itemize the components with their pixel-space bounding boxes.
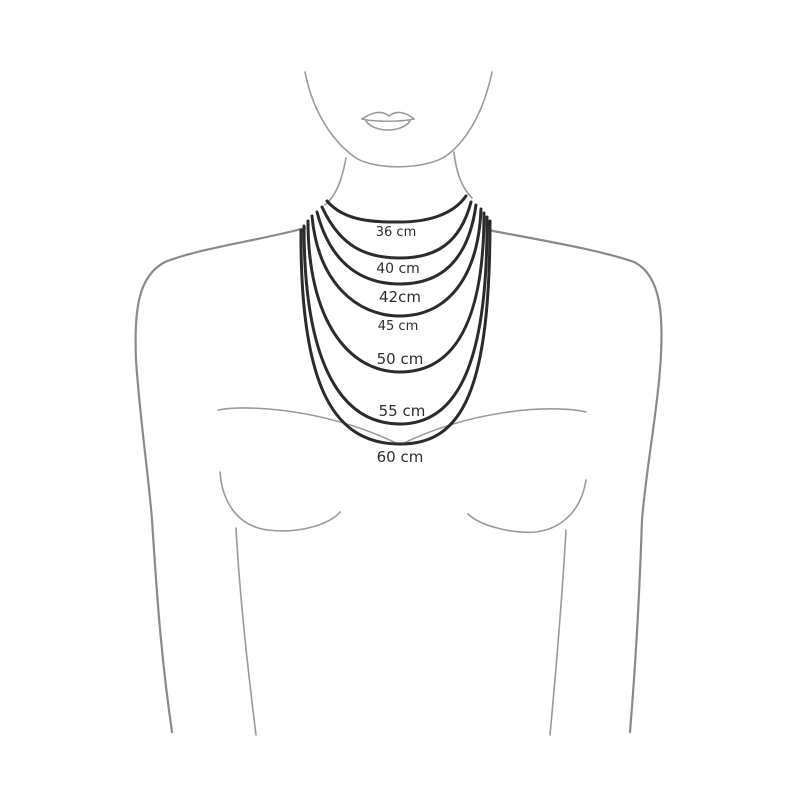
lip-line: [361, 118, 415, 123]
chain-40cm: [320, 200, 473, 260]
chain-60cm: [299, 219, 492, 446]
label-55cm: 55 cm: [379, 402, 426, 420]
label-36cm: 36 cm: [376, 225, 417, 240]
torso-left: [235, 527, 257, 736]
left-breast: [219, 471, 341, 532]
chin-outline: [304, 71, 493, 168]
length-labels: 36 cm 40 cm 42cm 45 cm 50 cm 55 cm 60 cm: [376, 225, 426, 466]
label-50cm: 50 cm: [377, 350, 424, 368]
label-45cm: 45 cm: [378, 319, 419, 334]
lower-lip: [365, 120, 411, 131]
torso-right: [549, 529, 567, 736]
label-40cm: 40 cm: [376, 261, 420, 277]
right-shoulder-arm: [486, 228, 663, 734]
right-breast: [467, 479, 587, 534]
left-shoulder-arm: [134, 226, 307, 734]
upper-lip: [361, 111, 415, 120]
label-42cm: 42cm: [379, 288, 421, 306]
chain-42cm: [315, 203, 478, 286]
chain-45cm: [310, 207, 483, 318]
label-60cm: 60 cm: [377, 448, 424, 466]
chain-50cm: [306, 211, 486, 374]
neck-left: [324, 157, 347, 206]
necklace-chains: [299, 194, 492, 446]
chain-36cm: [325, 194, 468, 224]
chain-55cm: [302, 215, 489, 426]
neck-right: [453, 151, 473, 199]
